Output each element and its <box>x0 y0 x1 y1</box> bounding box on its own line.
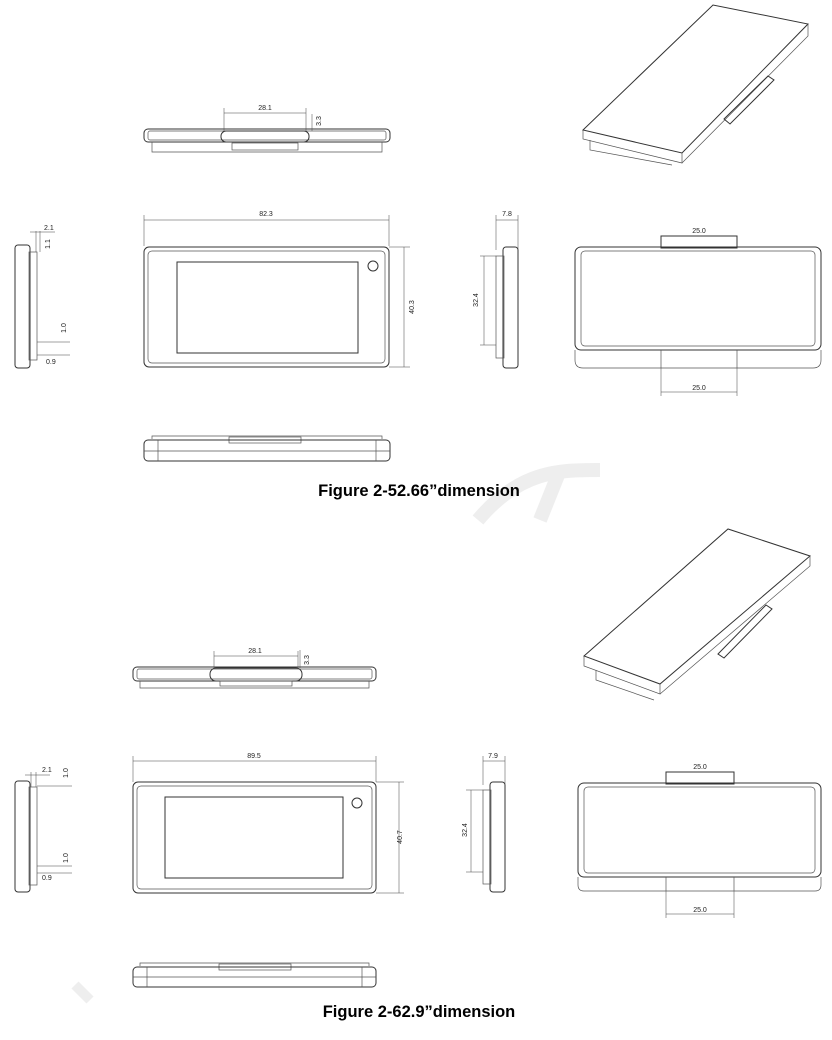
figure-1: 28.1 3.3 2.1 1.1 1.0 0.9 <box>14 4 822 500</box>
fig2-left-bottom-a-label: 1.0 <box>63 853 70 863</box>
fig1-right-depth-label: 7.8 <box>502 211 512 218</box>
watermark <box>71 463 601 1004</box>
fig1-top-slot-height-label: 3.3 <box>316 116 323 126</box>
fig1-front-view: 82.3 40.3 <box>143 211 416 368</box>
fig1-back-bottom-width-label: 25.0 <box>692 385 706 392</box>
fig2-left-bottom-b-label: 0.9 <box>42 875 52 882</box>
fig2-front-height-label: 40.7 <box>397 830 404 844</box>
fig1-front-height-label: 40.3 <box>409 300 416 314</box>
fig1-top-slot-width-label: 28.1 <box>258 105 272 112</box>
fig2-front-width-label: 89.5 <box>247 753 261 760</box>
fig2-right-height-label: 32.4 <box>462 823 469 837</box>
fig1-right-view: 7.8 32.4 <box>473 211 519 369</box>
fig2-back-view: 25.0 25.0 <box>577 764 822 918</box>
figure-2: 28.1 3.3 2.1 1.0 1.0 0.9 <box>14 528 822 1021</box>
fig2-left-top-a-label: 2.1 <box>42 767 52 774</box>
fig1-right-height-label: 32.4 <box>473 293 480 307</box>
fig2-right-depth-label: 7.9 <box>488 753 498 760</box>
fig1-left-view: 2.1 1.1 1.0 0.9 <box>14 225 70 369</box>
fig1-back-top-width-label: 25.0 <box>692 228 706 235</box>
fig2-right-view: 7.9 32.4 <box>462 753 506 893</box>
fig1-front-width-label: 82.3 <box>259 211 273 218</box>
fig2-back-bottom-width-label: 25.0 <box>693 907 707 914</box>
fig2-left-top-b-label: 1.0 <box>63 768 70 778</box>
fig1-top-view: 28.1 3.3 <box>143 105 391 153</box>
fig1-left-top-b-label: 1.1 <box>45 239 52 249</box>
fig1-left-bottom-b-label: 0.9 <box>46 359 56 366</box>
fig2-top-slot-height-label: 3.3 <box>304 655 311 665</box>
fig1-left-top-a-label: 2.1 <box>44 225 54 232</box>
fig1-iso-view <box>581 4 810 166</box>
fig2-left-view: 2.1 1.0 1.0 0.9 <box>14 767 72 893</box>
fig2-back-top-width-label: 25.0 <box>693 764 707 771</box>
fig1-left-bottom-a-label: 1.0 <box>61 323 68 333</box>
fig2-iso-view <box>583 528 812 701</box>
fig2-bottom-view <box>132 962 377 988</box>
fig2-front-view: 89.5 40.7 <box>132 753 404 894</box>
fig2-top-slot-width-label: 28.1 <box>248 648 262 655</box>
fig2-top-view: 28.1 3.3 <box>132 648 377 689</box>
fig2-caption: Figure 2-62.9”dimension <box>323 1003 516 1021</box>
fig1-bottom-view <box>143 435 391 462</box>
fig1-back-view: 25.0 25.0 <box>574 228 822 396</box>
fig1-caption: Figure 2-52.66”dimension <box>318 482 520 500</box>
